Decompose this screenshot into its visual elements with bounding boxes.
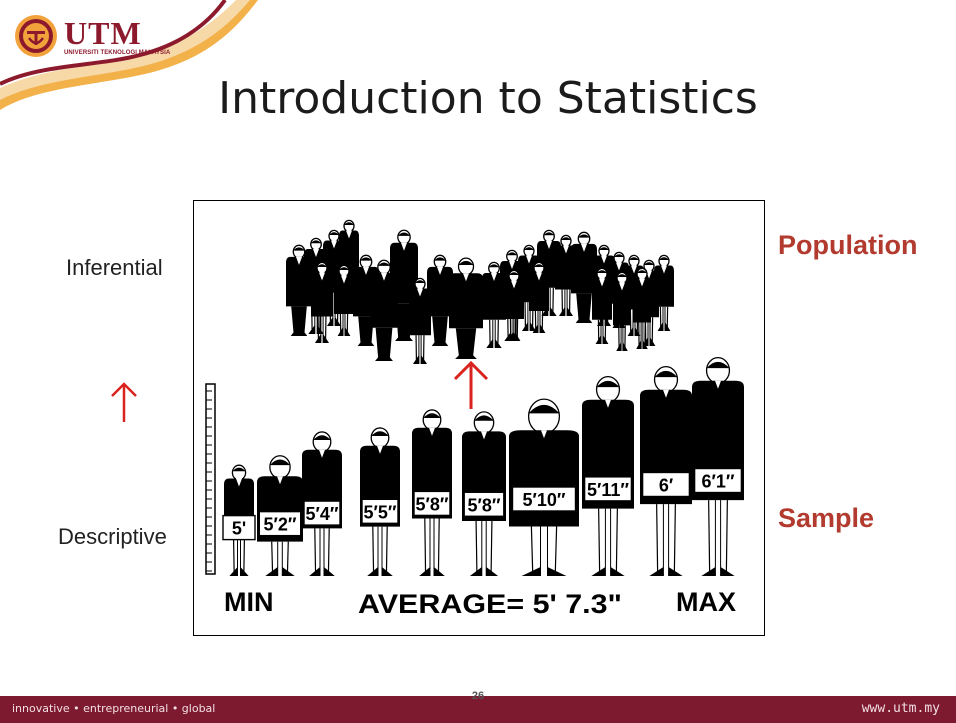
logo-subtitle: UNIVERSITI TEKNOLOGI MALAYSIA bbox=[64, 49, 171, 56]
height-card: 5′10″ bbox=[511, 486, 577, 512]
page-number: 26 bbox=[471, 690, 485, 702]
logo-wordmark: UTM bbox=[64, 14, 142, 51]
height-label: 5′11″ bbox=[587, 480, 629, 500]
min-label: MIN bbox=[224, 587, 274, 617]
slide-title: Introduction to Statistics bbox=[218, 73, 758, 124]
sample-label: Sample bbox=[778, 503, 875, 533]
height-card: 5′4″ bbox=[303, 500, 341, 526]
height-label: 5′10″ bbox=[523, 490, 566, 510]
footer-bar: innovative • entrepreneurial • global ww… bbox=[0, 696, 956, 723]
height-card: 5′2″ bbox=[258, 510, 302, 537]
header-swoosh bbox=[0, 0, 258, 110]
height-card: 6′ bbox=[641, 471, 691, 498]
inference-arrow-icon bbox=[453, 360, 489, 409]
height-label: 6′1″ bbox=[702, 472, 735, 492]
height-label: 5′2″ bbox=[264, 515, 297, 535]
descriptive-label: Descriptive bbox=[58, 524, 167, 549]
sample-people: 5' 5′2″ 5′4″ 5′5″ 5′8″ 5′8″ 5′10″ 5′11″ 6′ 6′1″ bbox=[222, 356, 744, 577]
height-label: 6′ bbox=[659, 475, 673, 495]
height-ruler bbox=[205, 383, 216, 575]
height-card: 5′8″ bbox=[463, 491, 505, 517]
height-label: 5′8″ bbox=[468, 495, 501, 515]
height-card: 5′8″ bbox=[413, 490, 451, 517]
height-label: 5′5″ bbox=[364, 502, 397, 522]
utm-emblem-icon bbox=[15, 15, 57, 57]
population-crowd bbox=[286, 219, 674, 365]
height-card: 5' bbox=[222, 514, 256, 541]
up-arrow-icon bbox=[111, 382, 137, 422]
height-card: 6′1″ bbox=[693, 467, 743, 494]
sample-person bbox=[640, 365, 692, 577]
sample-person bbox=[692, 356, 744, 577]
population-sample-figure: 5' 5′2″ 5′4″ 5′5″ 5′8″ 5′8″ 5′10″ 5′11″ 6′ 6′1″ M… bbox=[193, 200, 765, 636]
figure-canvas: 5' 5′2″ 5′4″ 5′5″ 5′8″ 5′8″ 5′10″ 5′11″ 6′ 6′1″ M… bbox=[205, 219, 744, 619]
footer-website: www.utm.my bbox=[861, 701, 940, 716]
average-label: AVERAGE= 5' 7.3" bbox=[358, 589, 622, 619]
height-label: 5′8″ bbox=[416, 494, 449, 514]
max-label: MAX bbox=[676, 587, 736, 617]
height-card: 5′11″ bbox=[583, 476, 633, 502]
height-card: 5′5″ bbox=[361, 498, 399, 525]
population-label: Population bbox=[778, 230, 918, 260]
height-label: 5' bbox=[232, 519, 246, 539]
inferential-label: Inferential bbox=[66, 255, 163, 280]
utm-logo: UTM UNIVERSITI TEKNOLOGI MALAYSIA bbox=[14, 14, 170, 58]
footer-tagline: innovative • entrepreneurial • global bbox=[12, 702, 216, 715]
height-label: 5′4″ bbox=[306, 504, 339, 524]
